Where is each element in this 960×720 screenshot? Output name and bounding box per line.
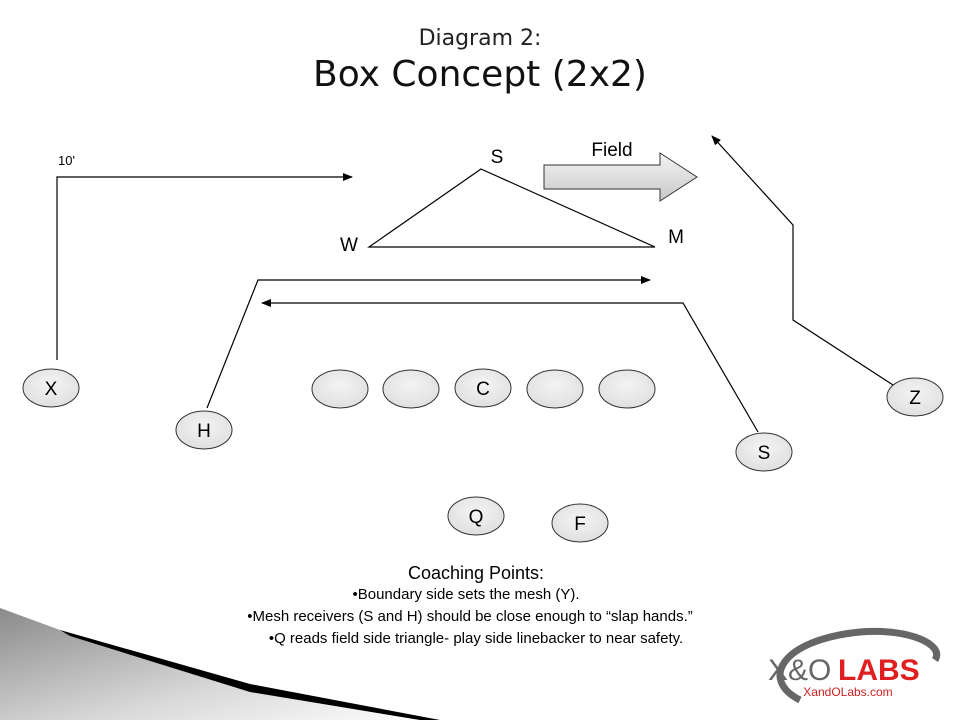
defender-s-label: S	[491, 147, 504, 168]
field-label: Field	[591, 140, 632, 161]
h-route	[206, 276, 651, 409]
defender-w-label: W	[340, 235, 358, 256]
right-tackle	[598, 369, 656, 409]
player-q-label: Q	[469, 507, 484, 528]
player-s-label: S	[758, 443, 771, 464]
left-tackle	[311, 369, 369, 409]
s-route	[261, 299, 759, 433]
coaching-point: •Boundary side sets the mesh (Y).	[352, 586, 579, 603]
coaching-heading: Coaching Points:	[408, 563, 544, 583]
defense-triangle	[367, 168, 656, 248]
player-center-label: C	[476, 379, 490, 400]
diagram-title: Box Concept (2x2)	[313, 54, 647, 95]
field-direction-arrow	[543, 152, 698, 202]
player-f-label: F	[574, 514, 586, 535]
player-z-label: Z	[909, 388, 921, 409]
z-route	[711, 135, 894, 386]
xo-labs-logo: X&O LABS XandOLabs.com	[768, 627, 941, 704]
coaching-point: •Mesh receivers (S and H) should be clos…	[247, 608, 693, 625]
decorative-swoosh	[0, 608, 440, 720]
player-x: X	[22, 368, 80, 408]
diagram-subtitle: Diagram 2:	[419, 26, 542, 51]
player-center: C	[454, 368, 512, 408]
logo-text-xo: X&O	[768, 654, 831, 687]
player-h: H	[175, 410, 233, 450]
left-guard	[382, 369, 440, 409]
defender-m-label: M	[668, 227, 684, 248]
player-q: Q	[447, 496, 505, 536]
x-route	[56, 173, 353, 360]
coaching-point: •Q reads field side triangle- play side …	[269, 630, 683, 647]
player-s: S	[735, 432, 793, 472]
player-f: F	[551, 503, 609, 543]
player-x-label: X	[45, 379, 58, 400]
logo-text-labs: LABS	[838, 654, 920, 687]
logo-url: XandOLabs.com	[803, 685, 892, 699]
depth-label: 10'	[58, 153, 75, 168]
player-h-label: H	[197, 421, 211, 442]
right-guard	[526, 369, 584, 409]
player-z: Z	[886, 377, 944, 417]
